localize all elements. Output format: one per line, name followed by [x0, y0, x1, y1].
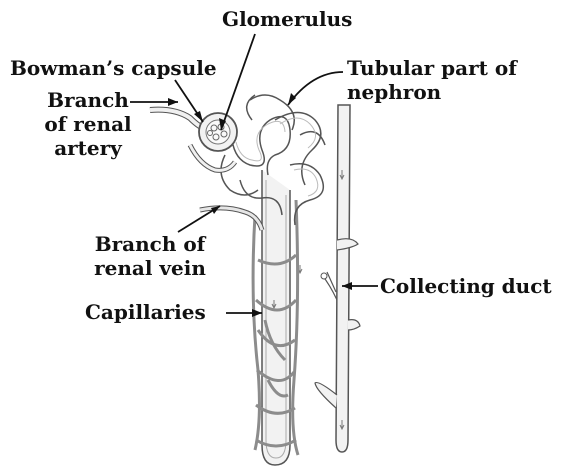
- label-renal-artery-line-2: of renal: [28, 112, 148, 136]
- collecting-duct-shape: [315, 105, 360, 452]
- label-capillaries: Capillaries: [85, 300, 206, 324]
- label-bowmans-capsule: Bowman’s capsule: [10, 56, 217, 80]
- label-renal-artery-line-1: Branch: [28, 88, 148, 112]
- label-tubular-part-line-1: Tubular part of: [347, 56, 517, 80]
- label-renal-vein-line-1: Branch of: [80, 232, 220, 256]
- label-renal-artery-line-3: artery: [28, 136, 148, 160]
- renal-vein-shape: [200, 208, 262, 230]
- label-renal-artery: Branch of renal artery: [28, 88, 148, 160]
- label-glomerulus: Glomerulus: [222, 7, 352, 31]
- label-collecting-duct: Collecting duct: [380, 274, 552, 298]
- bowmans-capsule-shape: [199, 113, 237, 151]
- label-tubular-part-line-2: nephron: [347, 80, 517, 104]
- label-renal-vein: Branch of renal vein: [80, 232, 220, 280]
- label-renal-vein-line-2: renal vein: [80, 256, 220, 280]
- label-tubular-part: Tubular part of nephron: [347, 56, 517, 104]
